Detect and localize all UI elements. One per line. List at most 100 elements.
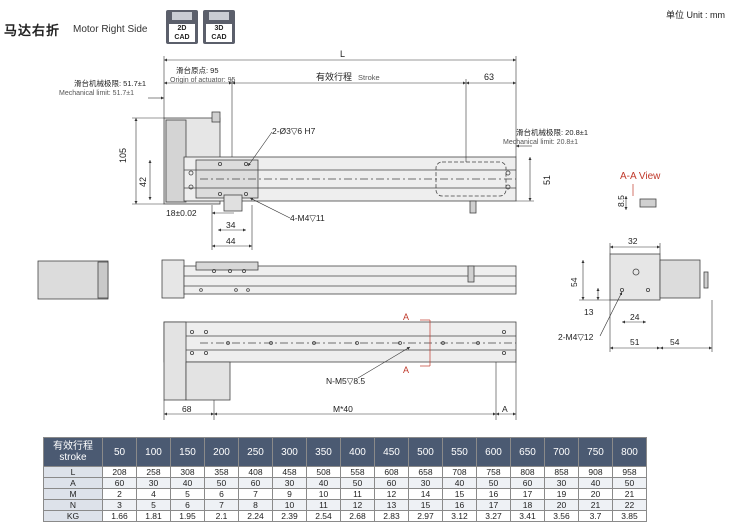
- cad-2d-button[interactable]: 2D CAD: [166, 10, 198, 44]
- table-cell: 3.85: [612, 510, 647, 522]
- table-cell: 18: [510, 499, 545, 511]
- table-cell: 21: [612, 488, 647, 500]
- dim-63: 63: [484, 72, 494, 82]
- cad-2d-line1: 2D: [177, 25, 187, 32]
- mech-left-cn: 滑台机械极限: 51.7±1: [74, 78, 146, 88]
- dim-54-bottom: 54: [670, 337, 680, 347]
- table-cell: 22: [612, 499, 647, 511]
- table-cell: 2.83: [374, 510, 409, 522]
- table-cell: 2.97: [408, 510, 443, 522]
- stroke-col: 450: [374, 437, 409, 467]
- floppy-icon: [172, 12, 192, 20]
- section-a-bottom: A: [403, 365, 409, 375]
- hole-spec-1: 2-Ø3▽6 H7: [272, 126, 316, 136]
- table-cell: 3.7: [578, 510, 613, 522]
- stroke-col: 200: [204, 437, 239, 467]
- table-cell: 3.27: [476, 510, 511, 522]
- dim-51: 51: [542, 175, 552, 185]
- table-cell: 10: [272, 499, 307, 511]
- stroke-col: 350: [306, 437, 341, 467]
- table-cell: 6: [204, 488, 239, 500]
- dim-42: 42: [138, 177, 148, 187]
- table-cell: 60: [238, 477, 273, 489]
- row-label: A: [43, 477, 103, 489]
- table-cell: 558: [340, 466, 375, 478]
- row-label: KG: [43, 510, 103, 522]
- table-header-row: 有效行程 stroke 50 100 150 200 250 300 350 4…: [43, 437, 647, 467]
- table-cell: 17: [476, 499, 511, 511]
- table-cell: 13: [374, 499, 409, 511]
- table-cell: 60: [374, 477, 409, 489]
- table-cell: 1.66: [102, 510, 137, 522]
- table-cell: 2: [102, 488, 137, 500]
- end-view: [609, 198, 709, 301]
- table-cell: 12: [340, 499, 375, 511]
- dim-34: 34: [226, 220, 236, 230]
- table-cell: 258: [136, 466, 171, 478]
- table-cell: 658: [408, 466, 443, 478]
- table-cell: 958: [612, 466, 647, 478]
- dim-54-vertical: 54: [569, 277, 579, 287]
- stroke-en: Stroke: [358, 73, 380, 82]
- table-cell: 6: [170, 499, 205, 511]
- table-cell: 50: [612, 477, 647, 489]
- row-label: L: [43, 466, 103, 478]
- table-cell: 8: [238, 499, 273, 511]
- table-cell: 16: [476, 488, 511, 500]
- table-cell: 708: [442, 466, 477, 478]
- stroke-col: 650: [510, 437, 545, 467]
- stroke-col: 750: [578, 437, 613, 467]
- table-cell: 4: [136, 488, 171, 500]
- table-cell: 908: [578, 466, 613, 478]
- table-cell: 15: [408, 499, 443, 511]
- table-cell: 5: [136, 499, 171, 511]
- dim-32: 32: [628, 236, 638, 246]
- aa-view-label: A-A View: [620, 171, 661, 182]
- table-cell: 19: [544, 488, 579, 500]
- table-cell: 2.1: [204, 510, 239, 522]
- bottom-view: [163, 321, 517, 401]
- table-cell: 208: [102, 466, 137, 478]
- table-cell: 7: [204, 499, 239, 511]
- table-cell: 808: [510, 466, 545, 478]
- table-cell: 12: [374, 488, 409, 500]
- dim-m40: M*40: [333, 404, 353, 414]
- stroke-col: 250: [238, 437, 273, 467]
- table-cell: 3.12: [442, 510, 477, 522]
- dim-105: 105: [118, 148, 128, 163]
- origin-en: Origin of actuator: 95: [170, 77, 235, 84]
- table-cell: 408: [238, 466, 273, 478]
- unit-label: 单位 Unit : mm: [666, 10, 726, 20]
- table-cell: 9: [272, 488, 307, 500]
- stroke-col: 700: [544, 437, 579, 467]
- cad-3d-line2: CAD: [211, 34, 227, 41]
- table-cell: 14: [408, 488, 443, 500]
- cad-3d-button[interactable]: 3D CAD: [203, 10, 235, 44]
- table-cell: 50: [340, 477, 375, 489]
- table-cell: 3: [102, 499, 137, 511]
- table-cell: 20: [544, 499, 579, 511]
- dim-68: 68: [182, 404, 192, 414]
- table-cell: 15: [442, 488, 477, 500]
- dim-24: 24: [630, 312, 640, 322]
- table-cell: 7: [238, 488, 273, 500]
- dim-A: A: [502, 404, 508, 414]
- table-cell: 2.68: [340, 510, 375, 522]
- stroke-header: 有效行程 stroke: [43, 437, 103, 467]
- table-cell: 21: [578, 499, 613, 511]
- page-subtitle: Motor Right Side: [73, 24, 148, 35]
- hole-spec-3: 2-M4▽12: [558, 332, 594, 342]
- mech-right-en: Mechanical limit: 20.8±1: [503, 139, 578, 146]
- stroke-col: 300: [272, 437, 307, 467]
- table-cell: 17: [510, 488, 545, 500]
- stroke-col: 50: [102, 437, 137, 467]
- table-cell: 60: [102, 477, 137, 489]
- page-title: 马达右折: [4, 23, 61, 38]
- spec-table: 有效行程 stroke 50 100 150 200 250 300 350 4…: [43, 437, 647, 522]
- stroke-cn: 有效行程: [316, 71, 352, 82]
- stroke-col: 550: [442, 437, 477, 467]
- table-cell: 30: [544, 477, 579, 489]
